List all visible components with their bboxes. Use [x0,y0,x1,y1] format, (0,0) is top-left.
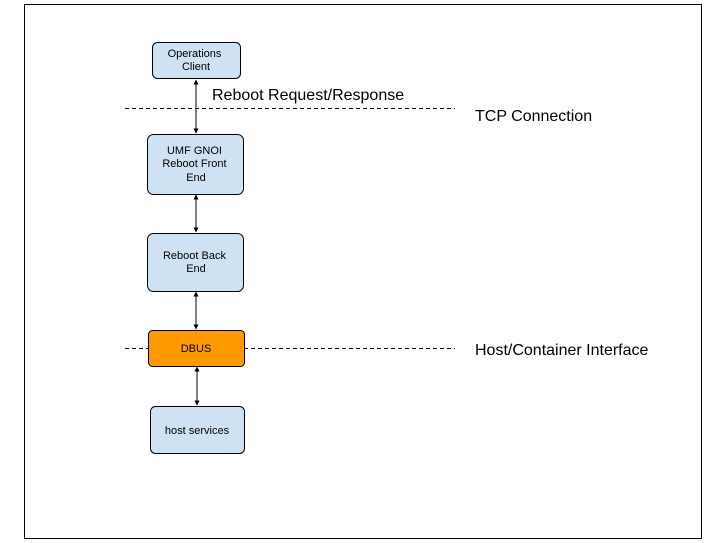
node-operations-client-line-2: Client [182,61,210,73]
node-host-services-label: host services [165,425,230,437]
diagram-border [24,4,702,539]
annotation-host-container-interface: Host/Container Interface [475,342,649,359]
node-front-end-line-2: Reboot Front [162,158,226,170]
node-dbus-box [148,330,245,367]
node-dbus: DBUS [148,330,245,367]
node-operations-client-label: Operations Client [168,48,225,73]
node-front-end-line-1: UMF GNOI [167,145,222,157]
node-back-end-label: Reboot Back End [163,250,229,275]
node-dbus-line-1: DBUS [181,343,212,355]
node-front-end-label: UMF GNOI Reboot Front End [162,145,229,184]
node-operations-client-line-1: Operations [168,48,222,60]
node-back-end-box [147,233,244,292]
node-host-services-line-1: host services [165,425,230,437]
node-front-end: UMF GNOI Reboot Front End [147,134,244,195]
node-front-end-line-3: End [186,172,206,184]
node-back-end-line-1: Reboot Back [163,250,226,262]
node-operations-client-box [152,42,241,79]
node-operations-client: Operations Client [152,42,241,79]
node-back-end-line-2: End [186,263,206,275]
node-front-end-box [147,134,244,195]
annotation-tcp-connection: TCP Connection [475,108,592,125]
node-host-services-box [150,406,245,454]
node-host-services: host services [150,406,245,454]
annotation-reboot-request-response: Reboot Request/Response [212,87,404,104]
node-dbus-label: DBUS [181,343,212,355]
node-back-end: Reboot Back End [147,233,244,292]
